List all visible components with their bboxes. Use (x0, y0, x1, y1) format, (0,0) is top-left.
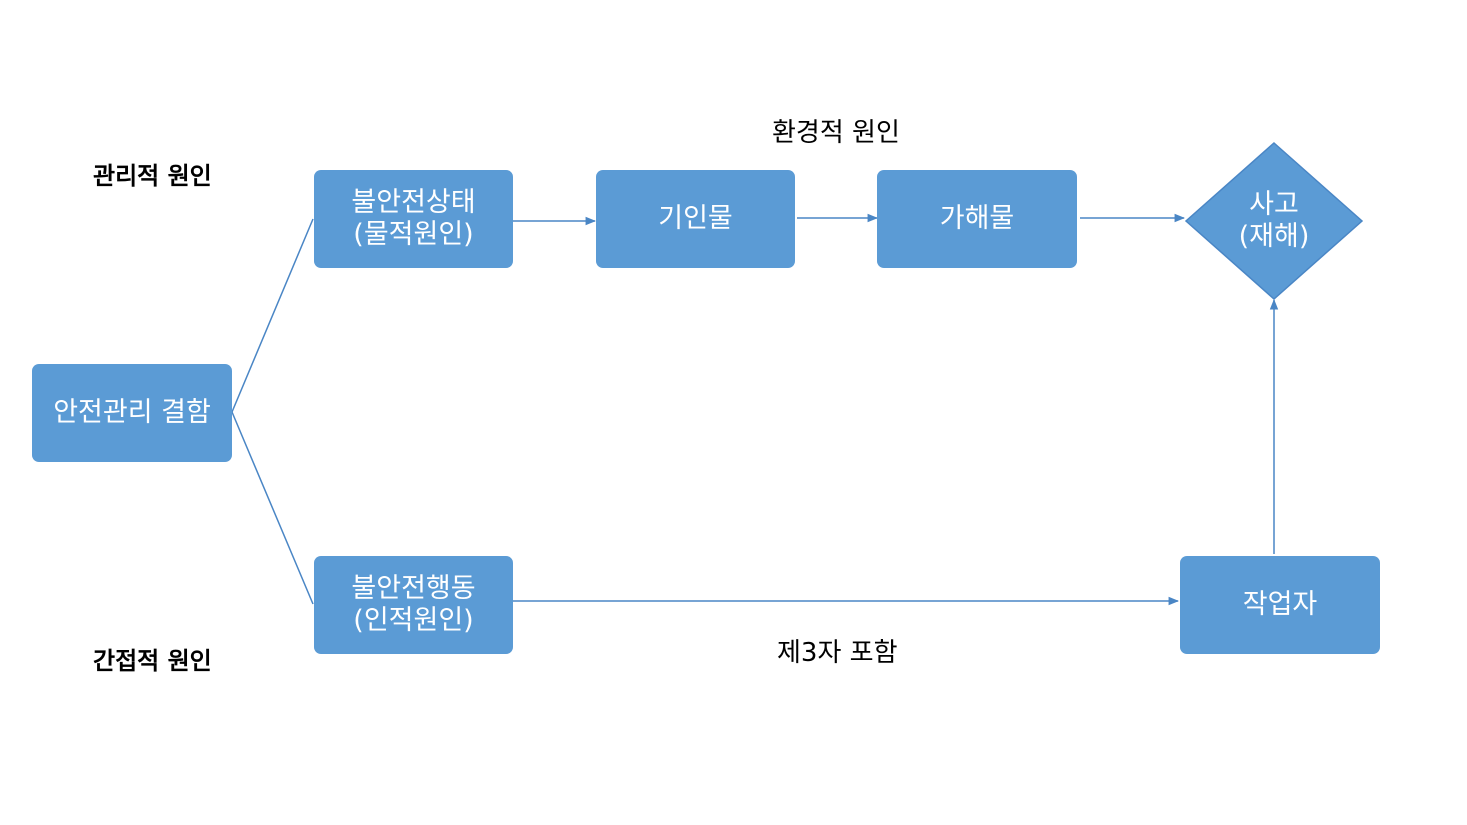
harmful-object-text: 가해물 (939, 203, 1015, 234)
accident-subtext: (재해) (1238, 221, 1310, 252)
environmental-cause-label: 환경적 원인 (772, 118, 900, 148)
unsafe-condition-text: 불안전상태 (351, 187, 476, 218)
unsafe-condition-subtext: (물적원인) (353, 219, 474, 250)
cause-object-text: 기인물 (658, 203, 733, 234)
worker-text: 작업자 (1242, 589, 1318, 620)
safety-management-defect-text: 안전관리 결함 (53, 397, 211, 428)
safety-management-defect-node: 안전관리 결함 (32, 364, 232, 462)
unsafe-act-subtext: (인적원인) (353, 605, 474, 636)
branch-line-upper (231, 218, 314, 413)
accident-node-label: 사고 (재해) (1186, 186, 1362, 256)
management-cause-label: 관리적 원인 (93, 162, 212, 190)
unsafe-condition-node: 불안전상태 (물적원인) (314, 170, 513, 268)
unsafe-act-node: 불안전행동 (인적원인) (314, 556, 513, 654)
branch-line-lower (231, 411, 314, 605)
accident-diamond (1184, 141, 1364, 301)
worker-node: 작업자 (1180, 556, 1380, 654)
unsafe-act-text: 불안전행동 (351, 573, 476, 604)
harmful-object-node: 가해물 (877, 170, 1077, 268)
cause-object-node: 기인물 (596, 170, 795, 268)
accident-text: 사고 (1249, 189, 1299, 220)
third-party-label: 제3자 포함 (777, 638, 898, 668)
indirect-cause-label: 간접적 원인 (93, 647, 212, 675)
